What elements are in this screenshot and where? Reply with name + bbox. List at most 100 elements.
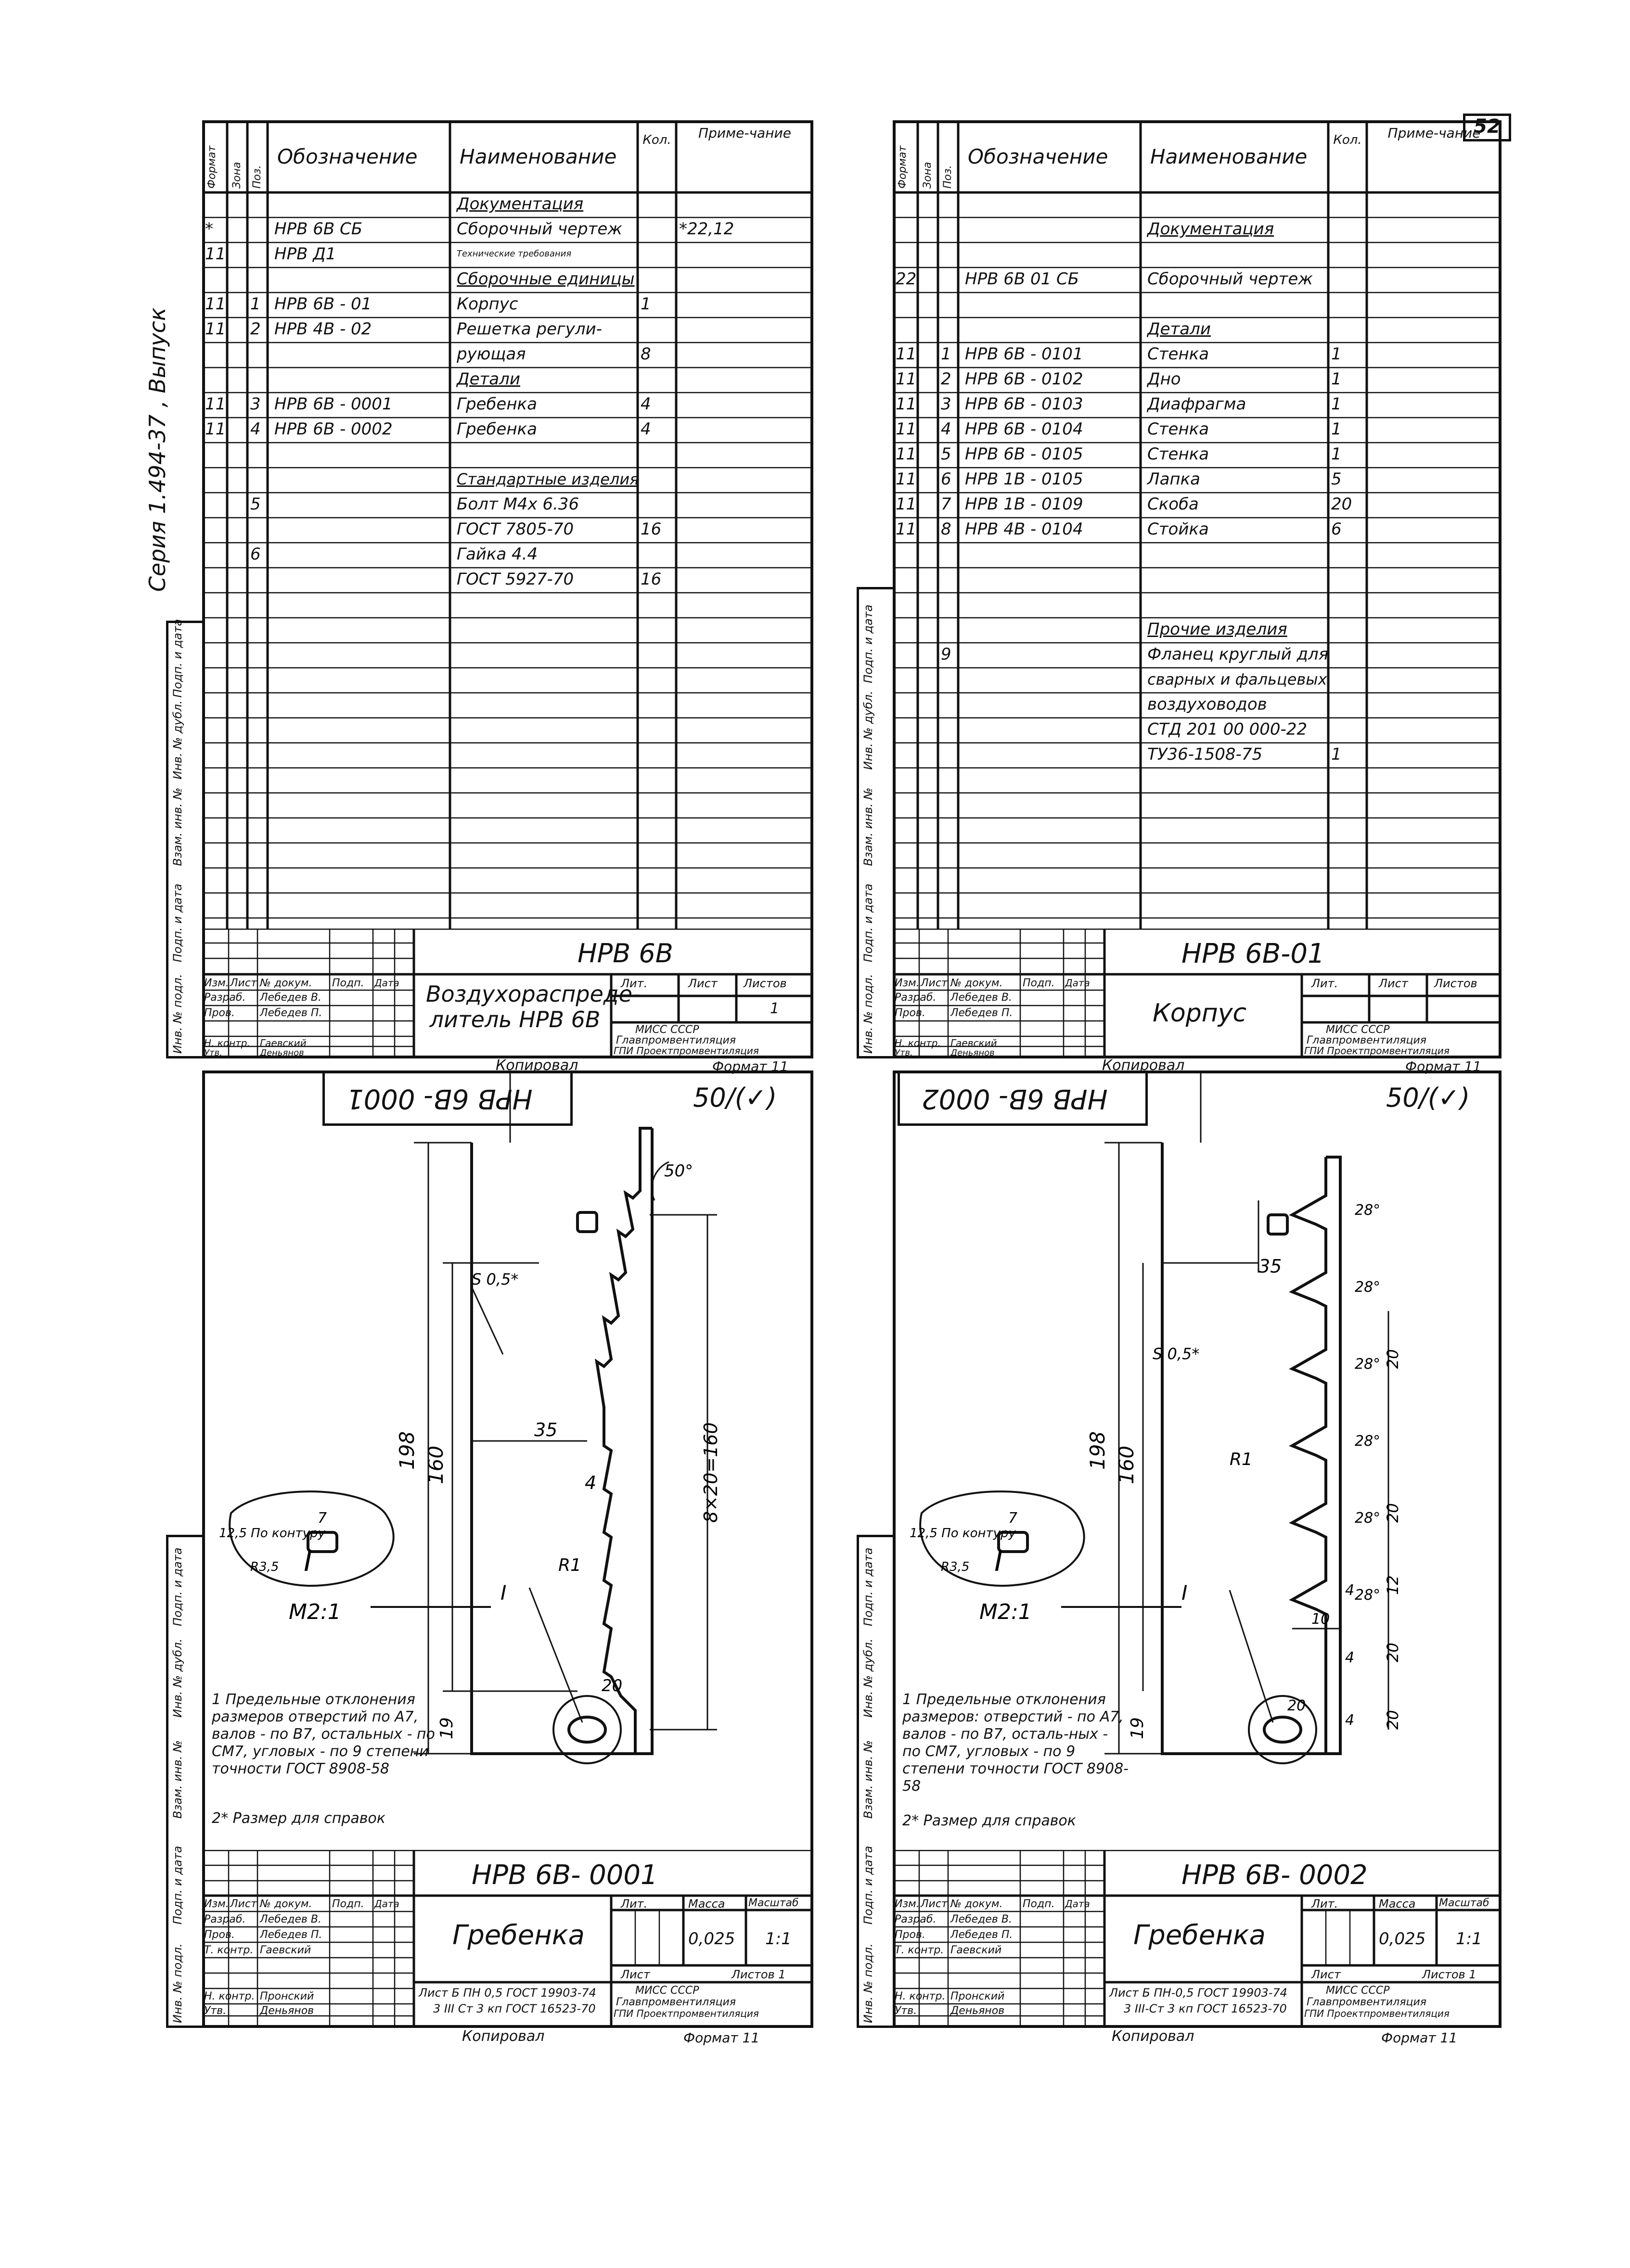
spec-cell-name: Скоба <box>1147 495 1199 514</box>
spec-cell-qty: 20 <box>1331 495 1352 514</box>
dim-160: 160 <box>424 1446 448 1484</box>
sheet-label: Лист <box>621 1968 650 1981</box>
stamp-list2: Лист <box>688 977 718 990</box>
drawing-title: Гребенка <box>452 1920 585 1951</box>
material-2: 3 III Ст 3 кп ГОСТ 16523-70 <box>433 2002 596 2015</box>
spec-cell-name: Стенка <box>1147 445 1209 464</box>
person-name: Лебедев П. <box>950 1007 1013 1019</box>
margin-label: Подп. и дата <box>171 1846 184 1925</box>
spec-cell-fmt: 22 <box>896 269 917 289</box>
margin-label: Подп. и дата <box>861 1846 875 1925</box>
sheet-3-margin <box>166 1535 202 2028</box>
org-line-3: ГПИ Проектпромвентиляция <box>614 2008 759 2019</box>
dim-r1: R1 <box>1230 1450 1253 1469</box>
spec-cell-pos: 4 <box>941 420 951 439</box>
dim-7: 7 <box>1008 1510 1017 1527</box>
spec-cell-des: НРВ 4В - 0104 <box>965 520 1083 539</box>
spec-cell-name: Прочие изделия <box>1147 620 1287 639</box>
dim-20: 20 <box>1384 1349 1402 1369</box>
copied-by: Копировал <box>462 2028 545 2045</box>
person-role: Пров. <box>204 1929 235 1941</box>
spec-cell-pos: 1 <box>250 294 261 314</box>
person-role: Утв. <box>204 1048 222 1058</box>
material-2: 3 III-Ст 3 кп ГОСТ 16523-70 <box>1124 2002 1287 2015</box>
spec-cell-des: НРВ 6В - 0103 <box>965 395 1083 414</box>
stamp-listov: Листов <box>1434 977 1477 990</box>
dim-20: 20 <box>1384 1710 1402 1730</box>
person-role: Утв. <box>895 2005 917 2017</box>
stamp-masshtab: Масштаб <box>1439 1897 1489 1909</box>
sheet-4-note-2: 2* Размер для справок <box>902 1812 1076 1829</box>
spec-cell-name: Корпус <box>457 294 518 314</box>
sheet-3-note-1: 1 Предельные отклонения размеров отверст… <box>212 1691 435 1777</box>
dim-198: 198 <box>395 1431 419 1470</box>
margin-label: Подп. и дата <box>861 883 875 963</box>
stamp-data: Дата <box>1065 1898 1090 1910</box>
person-role: Н. контр. <box>204 1037 250 1049</box>
person-name: Лебедев В. <box>260 992 321 1004</box>
column-header-qty: Кол. <box>642 133 671 147</box>
stamp-data: Дата <box>374 1898 399 1910</box>
stamp-podp: Подп. <box>1023 977 1055 989</box>
dim-28deg: 28° <box>1355 1433 1380 1450</box>
sheet-3-note-2: 2* Размер для справок <box>212 1810 385 1827</box>
view-label-big: I <box>994 1544 1003 1578</box>
spec-cell-fmt: 11 <box>896 495 917 514</box>
spec-cell-des: НРВ Д1 <box>274 244 336 264</box>
dim-160: 160 <box>1115 1446 1138 1484</box>
org-line-2: Главпромвентиляция <box>616 1996 736 2008</box>
dim-r35: R3,5 <box>250 1560 279 1574</box>
stamp-izm: Изм. <box>204 1898 229 1910</box>
stamp-lit: Лит. <box>621 1897 648 1911</box>
person-role: Н. контр. <box>895 1990 946 2002</box>
view-scale: М2:1 <box>289 1600 341 1624</box>
spec-cell-name: Сборочный чертеж <box>1147 269 1313 289</box>
column-header-format: Формат <box>206 145 218 189</box>
spec-cell-des: НРВ 1В - 0105 <box>965 470 1083 489</box>
spec-cell-name: Стенка <box>1147 420 1209 439</box>
column-header-designation: Обозначение <box>277 145 418 168</box>
dim-20: 20 <box>1287 1697 1306 1714</box>
spec-cell-qty: 6 <box>1331 520 1342 539</box>
column-header-zone: Зона <box>231 162 243 189</box>
spec-cell-name: Решетка регули- <box>457 319 603 339</box>
spec-cell-des: НРВ 6В - 0102 <box>965 370 1083 389</box>
sheet-4-drawing: 198 160 35 28° 28° 28° 28° 28° 28° 20 20… <box>910 1071 1402 1764</box>
stamp-ndoc: № докум. <box>260 1898 312 1910</box>
person-name: Лебедев В. <box>950 1913 1012 1925</box>
sheet-4-note-1: 1 Предельные отклонения размеров: отверс… <box>902 1691 1129 1795</box>
spec-cell-name: Технические требования <box>457 249 572 259</box>
margin-label: Инв. № дубл. <box>861 690 875 770</box>
spec-cell-pos: 9 <box>941 645 951 664</box>
sheets-label: Листов 1 <box>1422 1968 1476 1981</box>
person-role: Утв. <box>895 1048 913 1058</box>
spec-cell-qty: 1 <box>1331 395 1342 414</box>
sheet-3-code-box <box>322 1073 573 1126</box>
margin-label: Подп. и дата <box>171 1547 184 1627</box>
person-name: Пронский <box>260 1990 314 2002</box>
spec-cell-fmt: 11 <box>896 520 917 539</box>
margin-label: Подп. и дата <box>861 604 875 684</box>
mass-value: 0,025 <box>1379 1929 1426 1949</box>
dim-4: 4 <box>1345 1712 1354 1729</box>
margin-label: Инв. № подл. <box>171 974 184 1054</box>
dim-28deg: 28° <box>1355 1279 1380 1296</box>
sheet-3-title-block: Изм. Лист № докум. Подп. Дата Разраб. Ле… <box>202 1850 813 2028</box>
spec-cell-des: НРВ 1В - 0109 <box>965 495 1083 514</box>
spec-cell-name: ГОСТ 7805-70 <box>457 520 574 539</box>
org-line-1: МИСС СССР <box>635 1024 699 1036</box>
stamp-podp: Подп. <box>332 1898 364 1910</box>
stamp-list: Лист <box>230 977 257 989</box>
drawing-title: Воздухораспреде-литель НРВ 6В <box>426 981 641 1032</box>
column-header-name: Наименование <box>460 145 617 168</box>
margin-label: Взам. инв. № <box>171 1740 184 1819</box>
dim-28deg: 28° <box>1355 1356 1380 1373</box>
stamp-podp: Подп. <box>1023 1898 1055 1910</box>
dim-r1: R1 <box>558 1555 581 1575</box>
drawing-code: НРВ 6В- 0002 <box>1181 1860 1368 1891</box>
org-line-1: МИСС СССР <box>1326 1985 1390 1997</box>
margin-label: Инв. № дубл. <box>171 1638 184 1718</box>
person-name: Деньянов <box>950 1048 995 1058</box>
spec-cell-name: рующая <box>457 344 526 364</box>
column-header-note: Приме-чание <box>1387 125 1481 141</box>
